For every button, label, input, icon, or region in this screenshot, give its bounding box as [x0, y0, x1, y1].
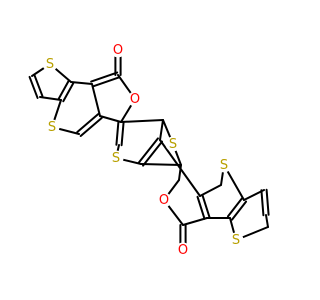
- bond-double-a: [201, 194, 211, 219]
- oxygen-atom-label: O: [178, 243, 188, 258]
- bond-single: [199, 184, 222, 197]
- bond-single: [159, 119, 164, 141]
- bond-double-b: [265, 188, 270, 216]
- bond-double-b: [33, 74, 44, 98]
- atom-label-background: [228, 232, 244, 248]
- sulfur-atom-label: S: [48, 120, 56, 135]
- sulfur-atom-label: S: [46, 57, 54, 72]
- bond-double-a: [142, 140, 164, 167]
- atom-label-background: [44, 119, 60, 135]
- sulfur-atom-label: S: [232, 233, 240, 248]
- molecule-structure: O O S S S S S O O S: [28, 42, 270, 258]
- atom-label-background: [110, 42, 126, 58]
- bond-double-b: [231, 200, 248, 221]
- bond-double-a: [115, 120, 120, 146]
- atom-label-background: [42, 56, 58, 72]
- sulfur-atom-label: S: [220, 158, 228, 173]
- bond-single: [140, 163, 182, 166]
- bond-double-a: [62, 82, 75, 103]
- molecule-diagram: O O S S S S S O O S: [28, 42, 270, 258]
- bond-single: [39, 96, 62, 101]
- bond-double-b: [90, 71, 119, 83]
- atom-label-background: [156, 192, 172, 208]
- bond-double-b: [137, 137, 159, 164]
- bond-double-a: [226, 197, 243, 218]
- oxygen-atom-label: O: [113, 43, 123, 58]
- oxygen-atom-label: O: [130, 92, 140, 107]
- bond-double-a: [91, 76, 120, 88]
- oxygen-atom-label: O: [159, 193, 169, 208]
- bond-single: [91, 83, 101, 117]
- bond-single: [120, 119, 164, 123]
- atom-label-background: [108, 150, 124, 166]
- bond-double-a: [260, 189, 265, 217]
- atom-label-background: [165, 136, 181, 152]
- sulfur-atom-label: S: [169, 137, 177, 152]
- bond-single: [99, 115, 122, 123]
- bond-double-b: [57, 79, 70, 100]
- bond-single: [265, 214, 269, 228]
- sulfur-atom-label: S: [112, 151, 120, 166]
- bond-double-a: [28, 75, 39, 99]
- atom-labels-group: O O S S S S S O O S: [42, 42, 244, 258]
- atom-label-background: [216, 157, 232, 173]
- atom-label-background: [127, 91, 143, 107]
- bond-single: [182, 217, 208, 226]
- bonds-group: [28, 49, 270, 251]
- bond-single: [159, 139, 201, 197]
- bond-single: [70, 81, 93, 85]
- bond-double-b: [76, 113, 100, 134]
- bond-double-b: [196, 195, 206, 220]
- bond-double-a: [79, 116, 103, 137]
- bond-double-b: [120, 121, 125, 147]
- atom-label-background: [175, 242, 191, 258]
